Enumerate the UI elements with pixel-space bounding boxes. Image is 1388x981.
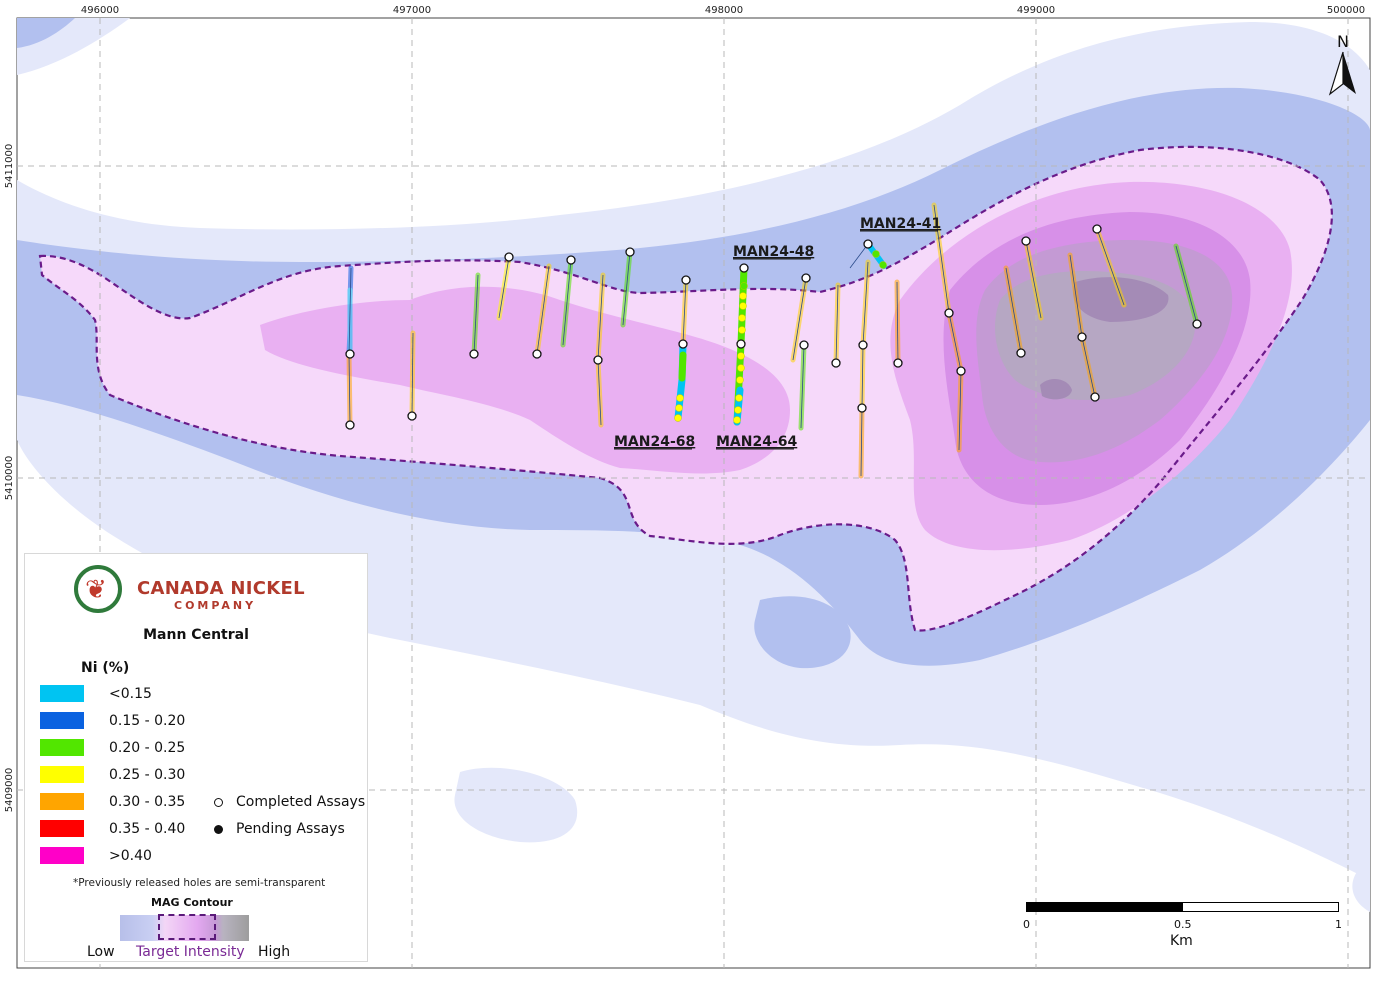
scale-tick-label: 1 (1335, 918, 1342, 931)
hole-label-man24-41: MAN24-41 (860, 216, 941, 232)
legend-class-label: <0.15 (109, 686, 152, 702)
grid-x-label: 497000 (393, 5, 431, 16)
hole-label-man24-48: MAN24-48 (733, 244, 814, 260)
completed-assay-points (345, 224, 1202, 430)
drill-hole-centerlines (348, 204, 1198, 477)
scale-unit-label: Km (1170, 933, 1193, 949)
legend-swatch (40, 712, 84, 729)
grid-y-label: 5409000 (4, 768, 15, 813)
scale-bar: 0 0.5 1 Km (1023, 902, 1342, 949)
grid-x-label: 499000 (1017, 5, 1055, 16)
legend-class-label: 0.30 - 0.35 (109, 794, 186, 810)
grid-lines (17, 18, 1370, 968)
legend-class-label: 0.15 - 0.20 (109, 713, 186, 729)
scale-bar-segment (1182, 902, 1339, 912)
mag-peak-core-2 (1040, 378, 1072, 400)
mag-low-label: Low (87, 944, 115, 960)
mag-target-box (158, 914, 216, 940)
mag-target-label: Target Intensity (136, 944, 245, 960)
company-logo: ❦ (74, 565, 122, 613)
mag-contour-low-corner (1352, 860, 1370, 912)
mag-contour-top-band (17, 18, 75, 48)
legend-note: *Previously released holes are semi-tran… (73, 877, 326, 889)
scale-tick-label: 0 (1023, 918, 1030, 931)
legend-swatch (40, 847, 84, 864)
legend-class-label: >0.40 (109, 848, 152, 864)
grid-x-label: 500000 (1327, 5, 1365, 16)
target-outline (38, 145, 1333, 632)
grid-x-label: 498000 (705, 5, 743, 16)
logo-text-line2: COMPANY (174, 599, 257, 612)
mag-contour-title: MAG Contour (151, 896, 233, 909)
grid-y-label: 5410000 (4, 456, 15, 501)
logo-text-line1: CANADA NICKEL (137, 578, 305, 599)
legend-title: Mann Central (143, 627, 249, 643)
legend-swatch (40, 739, 84, 756)
grid-y-label: 5411000 (4, 144, 15, 189)
pending-assay-icon (214, 825, 223, 834)
maple-leaf-icon: ❦ (85, 574, 107, 604)
legend-swatch (40, 685, 84, 702)
legend-swatch (40, 766, 84, 783)
completed-assay-label: Completed Assays (236, 794, 366, 810)
legend-class-label: 0.35 - 0.40 (109, 821, 186, 837)
mag-high-label: High (258, 944, 291, 960)
hole-label-man24-68: MAN24-68 (614, 434, 695, 450)
legend-class-label: 0.20 - 0.25 (109, 740, 186, 756)
grid-x-label: 496000 (81, 5, 119, 16)
mag-color-ramp (120, 915, 249, 941)
north-label: N (1337, 32, 1349, 51)
map-legend: ❦ CANADA NICKEL COMPANY Mann Central Ni … (24, 553, 368, 962)
drill-hole-man24-68-segment (678, 351, 687, 382)
hole-label-man24-64: MAN24-64 (716, 434, 798, 450)
completed-assay-icon (214, 798, 223, 807)
scale-tick-label: 0.5 (1174, 918, 1192, 931)
mag-contour-mid-patch (754, 596, 851, 669)
ni-title: Ni (%) (81, 660, 130, 676)
legend-swatch (40, 793, 84, 810)
mag-contour-low-patch (454, 767, 578, 843)
mag-high-zone-1 (260, 286, 790, 474)
north-arrow-icon: N (1328, 32, 1356, 96)
legend-swatch (40, 820, 84, 837)
scale-bar-segment (1026, 902, 1182, 912)
pending-assay-label: Pending Assays (236, 821, 345, 837)
legend-class-label: 0.25 - 0.30 (109, 767, 186, 783)
assay-beads (674, 250, 887, 424)
